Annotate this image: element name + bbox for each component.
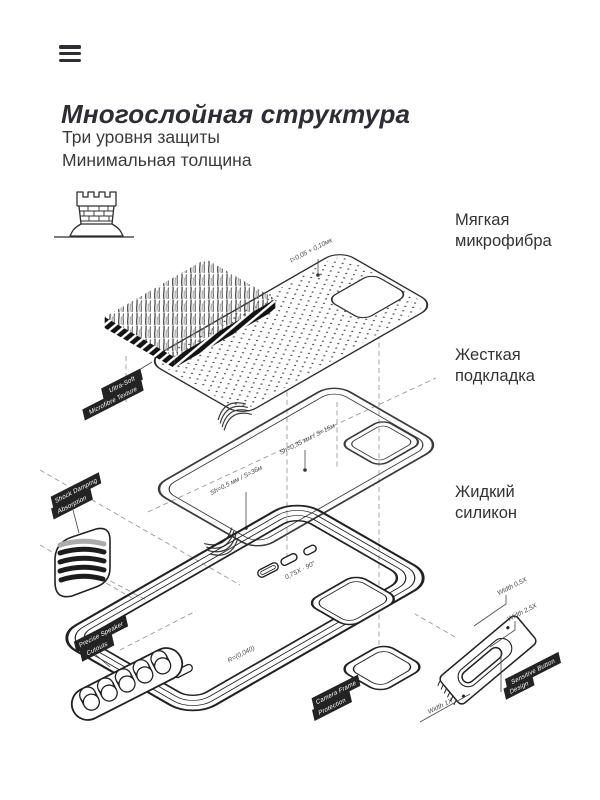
dim-button-depth-1: Width 0,5X — [473, 576, 529, 627]
castle-tower-icon — [54, 191, 134, 238]
hard-lining-layer-drawing — [157, 387, 435, 556]
svg-text:Width 1X: Width 1X — [427, 697, 454, 716]
camera-frame-detail — [343, 645, 421, 691]
svg-text:Sh=0,5 мм / S=36м: Sh=0,5 мм / S=36м — [209, 464, 264, 497]
speaker-grille-detail — [70, 647, 184, 721]
svg-text:Width 2,5X: Width 2,5X — [506, 602, 538, 623]
label-hard-lining: Жесткая подкладка — [455, 346, 535, 385]
microfiber-layer-drawing — [104, 254, 429, 412]
dim-lining-outer: Sh=0,5 мм / S=36м — [209, 464, 264, 530]
subtitle-line-1: Три уровня защиты — [62, 127, 220, 147]
corner-bumper-detail — [54, 527, 111, 598]
hamburger-menu-icon[interactable] — [59, 45, 85, 67]
page-subtitle: Три уровня защиты Минимальная толщина — [62, 126, 252, 173]
label-liquid-silicone: Жидкий силикон — [455, 483, 518, 522]
label-soft-microfiber: Мягкая микрофибра — [455, 211, 552, 250]
flex-spring-top — [217, 402, 253, 431]
dim-camera-width: Width 1X — [419, 693, 471, 723]
dim-case-radius: R=(0,040) — [227, 645, 256, 665]
subtitle-line-2: Минимальная толщина — [62, 150, 252, 171]
svg-text:Width 0,5X: Width 0,5X — [496, 576, 528, 597]
fur-texture-detail — [104, 259, 276, 368]
page-title: Многослойная структура — [61, 99, 411, 130]
side-button-plate-detail — [437, 615, 537, 706]
case-button-slots — [257, 544, 317, 578]
